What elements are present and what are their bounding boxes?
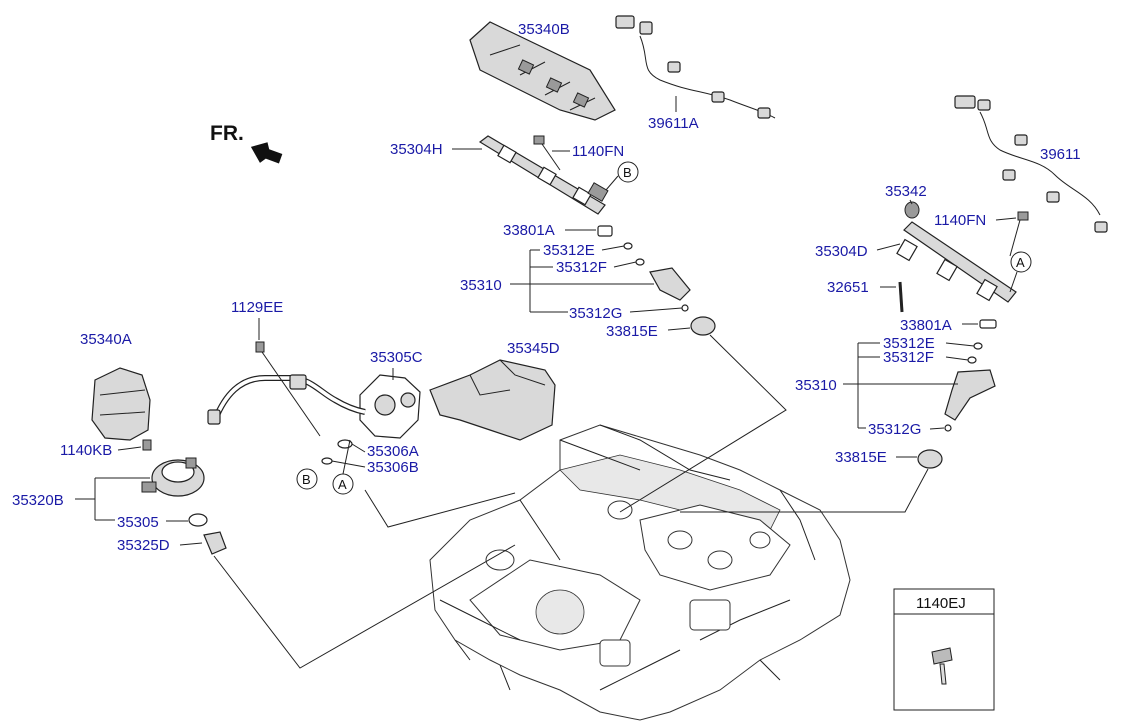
- label-32651: 32651: [827, 279, 869, 296]
- part-35305-oring: [188, 513, 208, 527]
- part-39611A-harness: [615, 15, 776, 119]
- part-33801A-right: [979, 319, 997, 329]
- part-33801A-left: [597, 225, 613, 237]
- svg-text:A: A: [338, 477, 347, 492]
- label-35305C: 35305C: [370, 349, 423, 366]
- label-1140FN-right: 1140FN: [934, 212, 986, 229]
- label-35320B: 35320B: [12, 492, 64, 509]
- bolt-1140EJ-icon: [931, 647, 953, 685]
- label-35312G-right: 35312G: [868, 421, 921, 438]
- part-35306B-oring: [321, 457, 333, 465]
- label-39611A: 39611A: [648, 115, 699, 132]
- front-arrow-icon: [250, 142, 283, 164]
- label-35340B: 35340B: [518, 21, 570, 38]
- label-35306B: 35306B: [367, 459, 419, 476]
- label-33801A-left: 33801A: [503, 222, 555, 239]
- svg-text:B: B: [623, 165, 632, 180]
- label-35340A: 35340A: [80, 331, 132, 348]
- label-35312F-right: 35312F: [883, 349, 934, 366]
- part-35325D-tappet: [203, 531, 227, 555]
- front-direction-indicator: FR.: [210, 122, 283, 164]
- part-39611-harness: [954, 95, 1108, 233]
- label-35304H: 35304H: [390, 141, 443, 158]
- label-35305: 35305: [117, 514, 159, 531]
- connector-B-upper: B: [605, 161, 639, 191]
- part-35305C-pump: [359, 374, 421, 439]
- inset-title: 1140EJ: [916, 595, 966, 612]
- bolt-1129EE: [255, 341, 265, 353]
- part-33815E-right: [917, 449, 943, 469]
- connector-A-upper: A: [1009, 251, 1032, 293]
- label-35306A: 35306A: [367, 443, 419, 460]
- part-35340A-cover: [91, 367, 151, 441]
- label-35310-left: 35310: [460, 277, 502, 294]
- label-1140FN-left: 1140FN: [572, 143, 624, 160]
- part-35304H-fuel-rail: [478, 135, 609, 215]
- part-35310-injector-right: [944, 342, 996, 432]
- connector-A-lower: A: [332, 439, 354, 495]
- bolt-1140FN-right: [1009, 211, 1029, 257]
- label-35310-right: 35310: [795, 377, 837, 394]
- fuel-pipe: [207, 374, 366, 425]
- label-1129EE: 1129EE: [231, 299, 283, 316]
- label-33815E-right: 33815E: [835, 449, 887, 466]
- svg-text:B: B: [302, 472, 311, 487]
- label-33801A-right: 33801A: [900, 317, 952, 334]
- label-35312E-left: 35312E: [543, 242, 595, 259]
- label-35342: 35342: [885, 183, 927, 200]
- bolt-1140KB: [142, 439, 152, 451]
- part-32651-pipe: [898, 281, 904, 313]
- part-35310-injector-left: [623, 242, 691, 312]
- label-33815E-left: 33815E: [606, 323, 658, 340]
- part-35342-sensor: [904, 201, 920, 219]
- front-label: FR.: [210, 122, 244, 145]
- engine-block: [429, 424, 851, 721]
- label-35312E-right: 35312E: [883, 335, 935, 352]
- part-35304D-fuel-rail: [896, 221, 1017, 303]
- connector-B-lower: B: [296, 468, 318, 490]
- part-35340B-cover: [469, 21, 616, 121]
- part-35320B-pump: [141, 457, 205, 497]
- inset-box-1140EJ: 1140EJ: [893, 588, 995, 711]
- label-39611: 39611: [1040, 146, 1081, 163]
- part-33815E-left: [690, 316, 716, 336]
- label-35345D: 35345D: [507, 340, 560, 357]
- label-35312G-left: 35312G: [569, 305, 622, 322]
- bolt-1140FN-left: [533, 135, 561, 171]
- label-1140KB: 1140KB: [60, 442, 112, 459]
- label-35312F-left: 35312F: [556, 259, 607, 276]
- label-35325D: 35325D: [117, 537, 170, 554]
- svg-text:A: A: [1016, 255, 1025, 270]
- label-35304D: 35304D: [815, 243, 868, 260]
- part-35345D-cover: [429, 359, 556, 441]
